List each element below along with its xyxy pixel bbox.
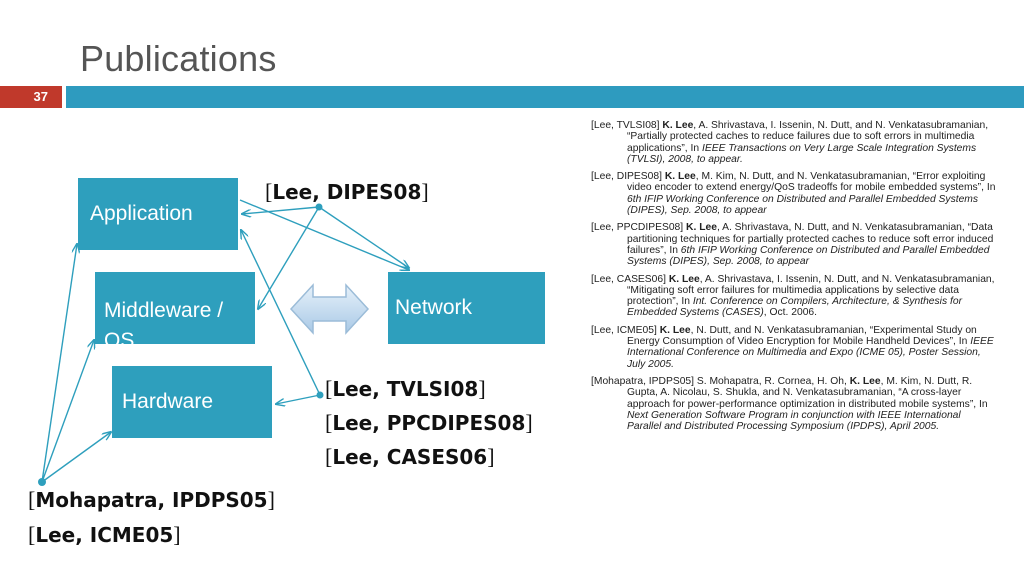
hardware-layer-box: Hardware — [112, 366, 272, 438]
hardware-label: Hardware — [122, 390, 214, 413]
anchor-dot-tvlsi — [316, 391, 324, 399]
citation-icme05: [Lee, ICME05] — [28, 522, 181, 547]
reference-item: [Lee, TVLSI08] K. Lee, A. Shrivastava, I… — [591, 120, 989, 165]
slide-title: Publications — [80, 38, 277, 79]
citation-ppcdipes08: [Lee, PPCDIPES08] — [325, 410, 533, 435]
anchor-dot-ipdps — [38, 478, 46, 486]
citation-dipes08: [Lee, DIPES08] — [265, 179, 429, 204]
anchor-dot-dipes — [315, 203, 323, 211]
application-layer-box: Application — [78, 178, 238, 250]
reference-item: [Lee, ICME05] K. Lee, N. Dutt, and N. Ve… — [591, 324, 994, 370]
slide-number: 37 — [0, 86, 62, 108]
network-layer-box: Network — [388, 272, 545, 344]
connector-dipes-application — [242, 206, 320, 214]
reference-item: [Lee, PPCDIPES08] K. Lee, A. Shrivastava… — [591, 222, 994, 268]
connector-ipdps-hardware — [41, 432, 111, 483]
connector-ipdps-application — [41, 244, 77, 483]
reference-item: [Mohapatra, IPDPS05] S. Mohapatra, R. Co… — [591, 375, 988, 433]
connector-dipes-middleware — [258, 206, 320, 309]
citation-ipdps05: [Mohapatra, IPDPS05] — [28, 487, 275, 512]
middleware-label: Middleware / OS — [104, 299, 224, 344]
reference-item: [Lee, DIPES08] K. Lee, M. Kim, N. Dutt, … — [591, 171, 996, 217]
header-accent-bar — [66, 86, 1024, 108]
application-label: Application — [90, 202, 193, 225]
reference-item: [Lee, CASES06] K. Lee, A. Shrivastava, I… — [591, 273, 995, 319]
connector-tvlsi-application — [241, 230, 321, 396]
reference-list: [Lee, TVLSI08] K. Lee, A. Shrivastava, I… — [591, 120, 996, 438]
connector-dipes-network — [318, 206, 409, 268]
connector-ipdps-middleware — [41, 340, 94, 483]
middleware-layer-box: Middleware / OS — [95, 272, 255, 344]
connector-app-network — [239, 199, 409, 270]
connector-tvlsi-hardware — [276, 394, 321, 404]
citation-tvlsi08: [Lee, TVLSI08] — [325, 376, 486, 401]
network-label: Network — [395, 296, 473, 319]
citation-cases06: [Lee, CASES06] — [325, 444, 495, 469]
double-arrow-icon — [289, 283, 370, 335]
